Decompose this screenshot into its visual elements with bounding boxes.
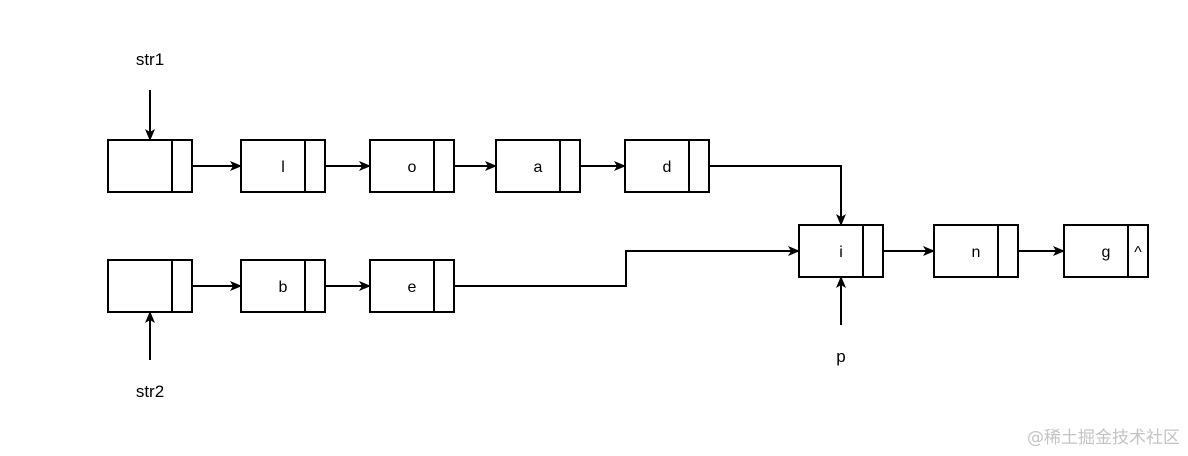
node-value: a: [534, 159, 543, 176]
list-node-o: o: [369, 139, 455, 193]
list-node-d: d: [624, 139, 710, 193]
list-node-i: i: [798, 224, 884, 278]
node-value: l: [281, 159, 285, 176]
node-box: [369, 259, 455, 313]
node-box: [240, 259, 326, 313]
node-box: [369, 139, 455, 193]
node-box: [107, 259, 193, 313]
list-node-h2: [107, 259, 193, 313]
list-node-g: g^: [1063, 224, 1149, 278]
list-node-b: b: [240, 259, 326, 313]
node-value: o: [408, 159, 417, 176]
node-box: [1063, 224, 1149, 278]
node-box: [240, 139, 326, 193]
pointers-layer: str1 str2 p: [136, 50, 846, 401]
node-value: e: [408, 279, 417, 296]
node-value: i: [839, 244, 843, 261]
edge-e-i: [444, 246, 800, 287]
node-box: [798, 224, 884, 278]
node-box: [933, 224, 1019, 278]
node-box: [624, 139, 710, 193]
node-box: [495, 139, 581, 193]
edge-d-i: [699, 165, 846, 226]
list-node-n: n: [933, 224, 1019, 278]
pointer-label: str2: [136, 382, 164, 401]
node-value: d: [663, 159, 672, 176]
list-node-a: a: [495, 139, 581, 193]
pointer-p: p: [836, 276, 846, 366]
list-node-l: l: [240, 139, 326, 193]
pointer-str2: str2: [136, 311, 164, 401]
pointer-str1: str1: [136, 50, 164, 141]
pointer-label: str1: [136, 50, 164, 69]
node-value: n: [972, 244, 981, 261]
node-value: g: [1102, 244, 1111, 261]
list-node-h1: [107, 139, 193, 193]
watermark-text: @稀土掘金技术社区: [1027, 428, 1180, 448]
pointer-label: p: [836, 347, 845, 366]
list-node-e: e: [369, 259, 455, 313]
node-value: b: [279, 279, 288, 296]
null-pointer-mark: ^: [1134, 244, 1142, 261]
node-box: [107, 139, 193, 193]
